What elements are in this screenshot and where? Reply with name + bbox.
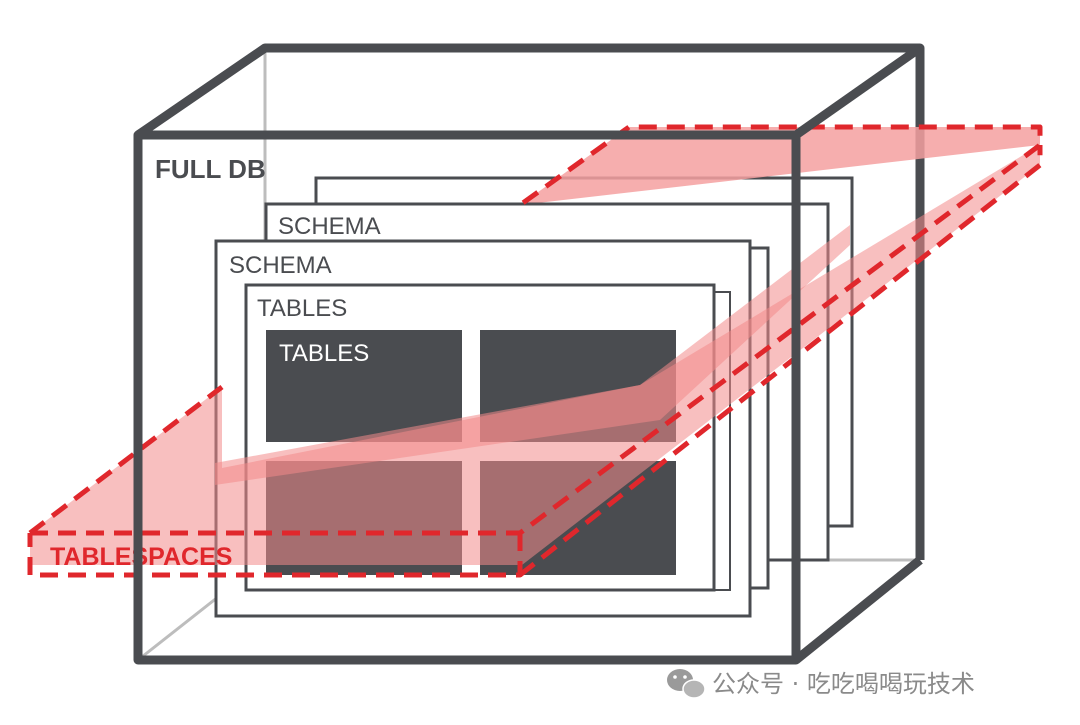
schema-label-back: SCHEMA xyxy=(278,213,381,240)
cube-front-outline xyxy=(133,44,923,665)
tables-inner-label: TABLES xyxy=(279,340,369,367)
tablespace-slab-back xyxy=(520,127,1040,205)
tables-label: TABLES xyxy=(257,295,347,322)
cube-back-outline xyxy=(135,43,925,560)
wechat-icon xyxy=(667,669,706,699)
watermark-text: 公众号 · 吃吃喝喝玩技术 xyxy=(712,670,975,698)
full-db-label: FULL DB xyxy=(155,154,266,184)
tablespace-slab xyxy=(27,124,1043,578)
table-block-top-left xyxy=(266,330,462,442)
schema-label-front: SCHEMA xyxy=(229,252,332,279)
watermark: 公众号 · 吃吃喝喝玩技术 xyxy=(667,669,975,699)
